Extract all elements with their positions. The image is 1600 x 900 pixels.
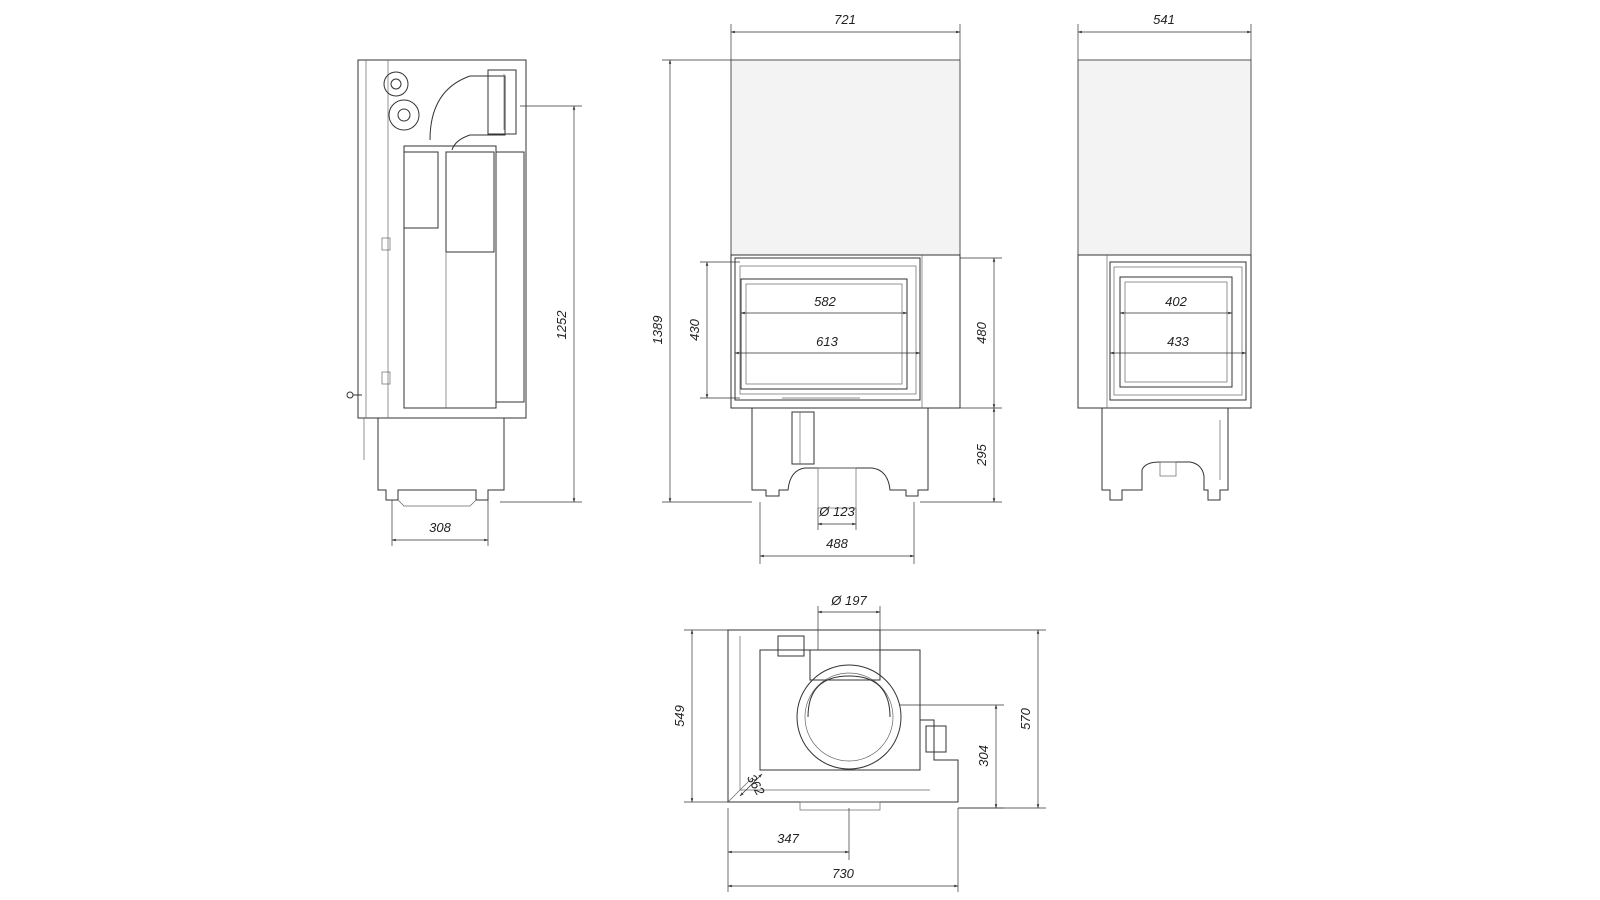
plan-flue-dimension: Ø 197	[830, 593, 867, 608]
plan-total-depth-dimension: 570	[1018, 707, 1033, 729]
plan-view: Ø 197 549 570 304 362 347 730	[672, 593, 1046, 892]
front-width-dimension: 721	[834, 12, 856, 27]
side-height-dimension: 1252	[554, 310, 569, 340]
right-width-dimension: 541	[1153, 12, 1175, 27]
glass-inner-width-dimension: 582	[814, 294, 836, 309]
right-view: 541 402 433	[1077, 12, 1252, 501]
plan-axis-dimension: 347	[777, 831, 799, 846]
door-height-dimension: 480	[974, 321, 989, 343]
right-glass-inner-dimension: 402	[1165, 294, 1187, 309]
front-flue-dimension: Ø 123	[818, 504, 855, 519]
right-glass-outer-dimension: 433	[1167, 334, 1189, 349]
base-width-dimension: 488	[826, 536, 848, 551]
glass-outer-width-dimension: 613	[816, 334, 838, 349]
side-view: 1252 308	[346, 59, 582, 546]
front-height-dimension: 1389	[650, 316, 665, 345]
plan-offset-dimension: 304	[976, 745, 991, 767]
side-depth-dimension: 308	[429, 520, 451, 535]
plan-angle-dimension: 362	[744, 772, 768, 799]
glass-height-dimension: 430	[687, 318, 702, 340]
plan-width-dimension: 730	[832, 866, 854, 881]
front-view: 721 1389 430 582 613 480 295 Ø 123	[650, 12, 1002, 564]
base-height-dimension: 295	[974, 443, 989, 466]
plan-depth-dimension: 549	[672, 705, 687, 727]
